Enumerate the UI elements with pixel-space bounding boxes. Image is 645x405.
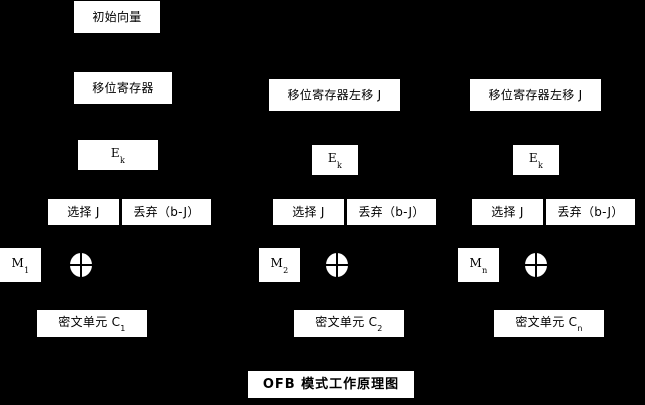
ciphertext-box-3: 密文单元 Cn (494, 310, 604, 337)
ciphertext-subscript-3: n (577, 324, 583, 334)
shift-register-label-1: 移位寄存器 (92, 81, 154, 95)
encrypt-function-box-3: Ek (513, 145, 559, 175)
message-subscript-2: 2 (283, 265, 289, 275)
select-box-3: 选择 J (472, 199, 543, 225)
discard-label-2: 丢弃（b-J） (358, 205, 425, 219)
ciphertext-label-1: 密文单元 C1 (58, 314, 126, 334)
message-subscript-3: n (482, 265, 488, 275)
xor-circle-3 (525, 253, 547, 277)
shift-register-label-2: 移位寄存器左移 J (287, 88, 382, 102)
diagram-title: OFB 模式工作原理图 (248, 371, 414, 398)
encrypt-function-box-2: Ek (312, 145, 358, 175)
shift-register-box-1: 移位寄存器 (74, 72, 172, 104)
shift-register-box-3: 移位寄存器左移 J (470, 79, 601, 111)
shift-register-label-3: 移位寄存器左移 J (488, 88, 583, 102)
discard-label-1: 丢弃（b-J） (133, 205, 200, 219)
ciphertext-box-1: 密文单元 C1 (37, 310, 147, 337)
discard-box-1: 丢弃（b-J） (122, 199, 211, 225)
select-box-2: 选择 J (273, 199, 344, 225)
encrypt-function-label-2: Ek (327, 151, 343, 170)
message-subscript-1: 1 (24, 265, 30, 275)
encrypt-function-subscript-3: k (537, 160, 544, 170)
discard-label-3: 丢弃（b-J） (557, 205, 624, 219)
initial-vector-box: 初始向量 (74, 1, 160, 33)
discard-box-3: 丢弃（b-J） (546, 199, 635, 225)
xor-circle-1 (70, 253, 92, 277)
select-label-3: 选择 J (491, 205, 524, 219)
encrypt-function-subscript-1: k (119, 155, 126, 165)
message-box-2: M2 (259, 248, 300, 282)
select-label-2: 选择 J (292, 205, 325, 219)
ciphertext-label-3: 密文单元 Cn (515, 314, 583, 334)
select-box-1: 选择 J (48, 199, 119, 225)
encrypt-function-label-1: Ek (110, 146, 126, 165)
encrypt-function-label-3: Ek (528, 151, 544, 170)
ciphertext-label-2: 密文单元 C2 (315, 314, 383, 334)
message-label-1: M1 (11, 256, 30, 275)
select-label-1: 选择 J (67, 205, 100, 219)
discard-box-2: 丢弃（b-J） (347, 199, 436, 225)
message-box-1: M1 (0, 248, 41, 282)
message-box-3: Mn (458, 248, 499, 282)
xor-circle-2 (326, 253, 348, 277)
ciphertext-subscript-1: 1 (120, 324, 126, 334)
ciphertext-box-2: 密文单元 C2 (294, 310, 404, 337)
encrypt-function-subscript-2: k (336, 160, 343, 170)
message-label-3: Mn (469, 256, 488, 275)
encrypt-function-box-1: Ek (78, 140, 158, 170)
message-label-2: M2 (270, 256, 289, 275)
diagram-title-label: OFB 模式工作原理图 (262, 377, 400, 392)
initial-vector-label: 初始向量 (92, 10, 142, 24)
shift-register-box-2: 移位寄存器左移 J (269, 79, 400, 111)
ciphertext-subscript-2: 2 (377, 324, 383, 334)
